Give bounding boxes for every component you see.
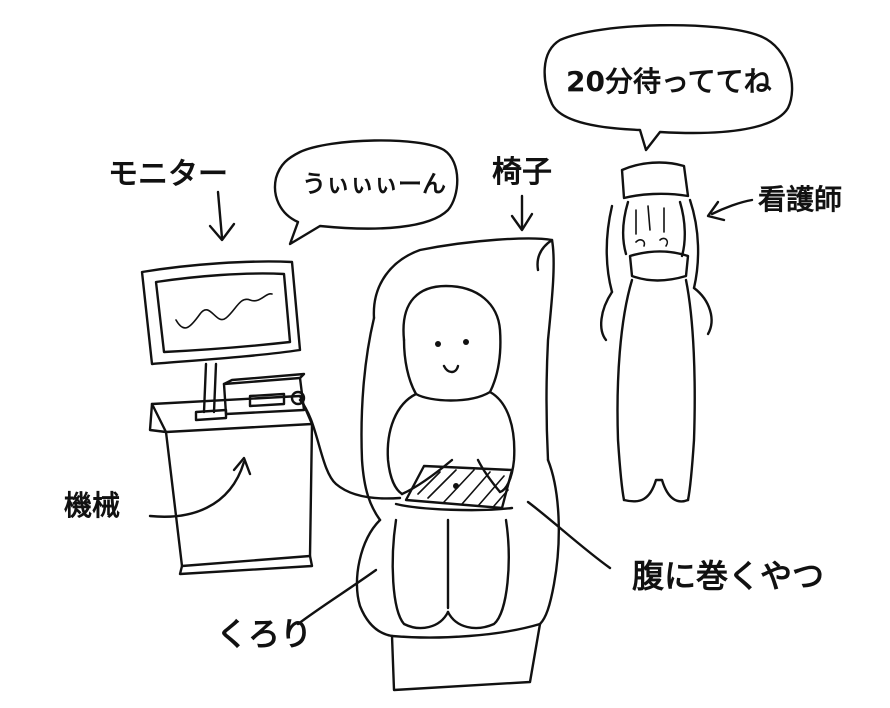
chair-arrow xyxy=(510,194,534,232)
label-nurse: 看護師 xyxy=(758,183,843,216)
nurse-arrow xyxy=(706,198,754,222)
curorie-leader-line xyxy=(296,568,378,626)
label-machine: 機械 xyxy=(64,489,121,522)
belt-leader-line xyxy=(526,500,612,570)
nurse-drawing xyxy=(600,161,713,503)
monitor-drawing xyxy=(140,260,302,422)
nurse-speech-text: 20分待っててね xyxy=(566,65,772,98)
machine-speech-bubble xyxy=(273,139,459,246)
label-monitor: モニター xyxy=(108,157,228,192)
label-curorie: くろり xyxy=(216,615,313,653)
machine-leader-line xyxy=(148,456,252,518)
chair-drawing xyxy=(355,237,560,692)
patient-drawing xyxy=(386,284,516,630)
label-belt: 腹に巻くやつ xyxy=(632,557,825,595)
machine-sound-text: うぃぃぃーん xyxy=(302,170,446,198)
machine-cabinet-drawing xyxy=(148,394,314,576)
belt-drawing xyxy=(394,464,514,512)
label-chair: 椅子 xyxy=(492,155,552,190)
monitor-arrow xyxy=(208,190,236,242)
nurse-speech-bubble xyxy=(543,23,794,152)
